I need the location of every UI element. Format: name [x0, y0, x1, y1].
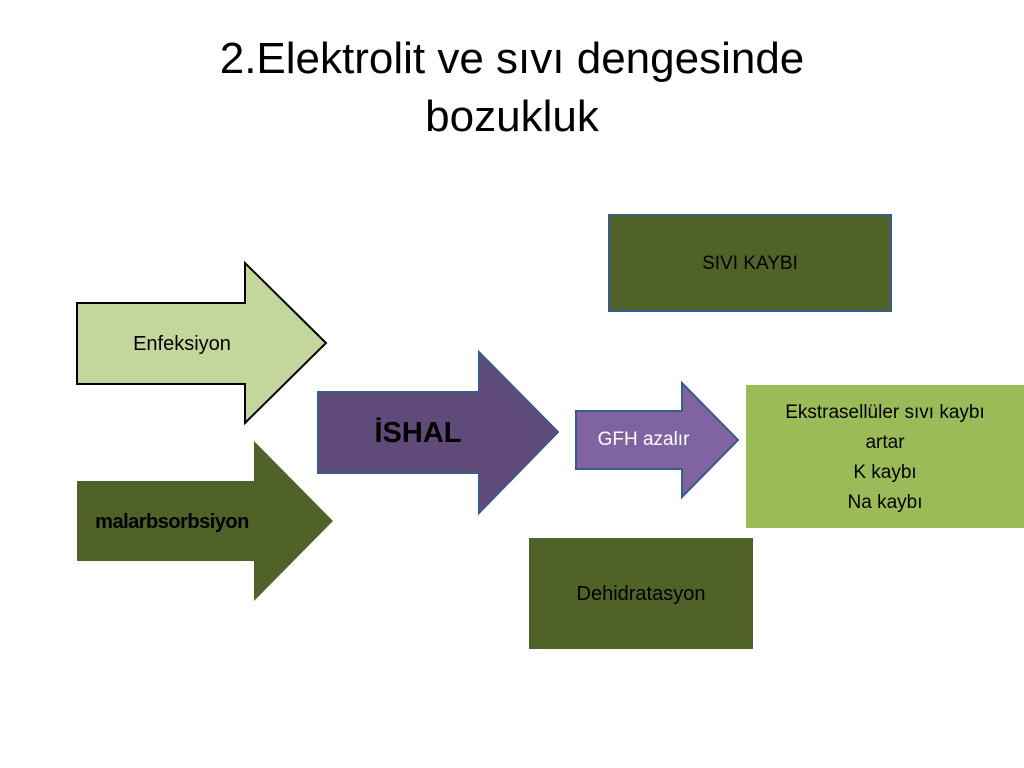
- ishal-arrow: [317, 349, 560, 516]
- title-line-1: 2.Elektrolit ve sıvı dengesinde: [219, 34, 805, 83]
- sivi-kaybi-label: SIVI KAYBI: [702, 253, 798, 274]
- malabsorbsiyon-arrow: [77, 441, 333, 601]
- ekstrasellular-text: Ekstrasellüler sıvı kaybı artar K kaybı …: [746, 395, 1024, 520]
- ekstrasellular-line-3: K kaybı: [853, 461, 917, 483]
- ekstrasellular-line-2: artar: [865, 431, 905, 453]
- dehidratasyon-box: [529, 538, 753, 649]
- ekstrasellular-line-1: Ekstrasellüler sıvı kaybı: [785, 401, 985, 423]
- title-line-2: bozukluk: [425, 92, 599, 141]
- ekstrasellular-box: [746, 385, 1024, 528]
- slide-title: 2.Elektrolit ve sıvı dengesinde bozukluk: [0, 30, 1024, 146]
- enfeksiyon-arrow: [76, 260, 328, 426]
- enfeksiyon-label: Enfeksiyon: [133, 332, 231, 355]
- ishal-label: İSHAL: [374, 416, 462, 449]
- ekstrasellular-line-4: Na kaybı: [847, 491, 923, 513]
- dehidratasyon-label: Dehidratasyon: [576, 582, 706, 605]
- malabsorbsiyon-label: malarbsorbsiyon: [95, 510, 249, 533]
- gfh-label: GFH azalır: [597, 429, 690, 450]
- sivi-kaybi-box: [608, 214, 892, 312]
- gfh-arrow: [575, 380, 740, 500]
